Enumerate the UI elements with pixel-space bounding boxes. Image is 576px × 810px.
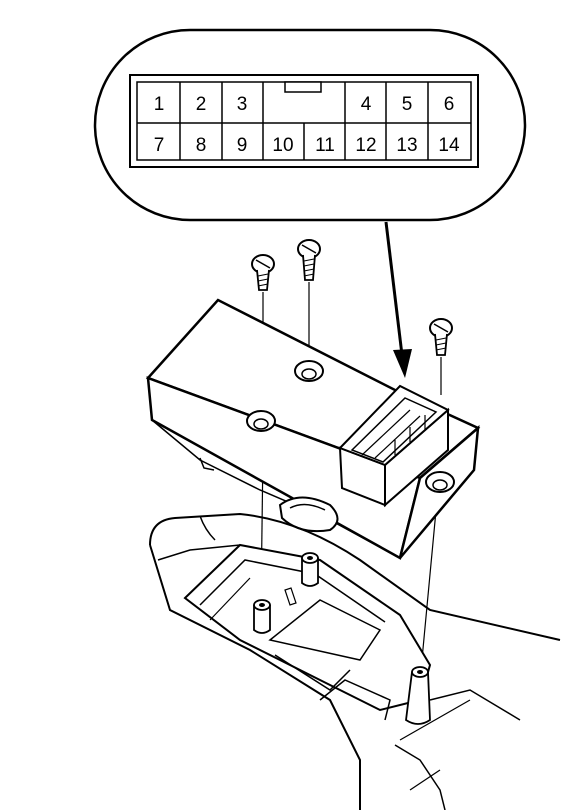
pin-label-4: 4 bbox=[361, 94, 372, 115]
pin-label-3: 3 bbox=[237, 94, 248, 115]
screw-middle bbox=[297, 239, 321, 281]
pin-label-8: 8 bbox=[196, 135, 207, 156]
lock-tab bbox=[284, 81, 322, 93]
callout-connector-line bbox=[384, 221, 404, 356]
mounting-boss-middle bbox=[301, 552, 319, 587]
pin-label-9: 9 bbox=[237, 135, 248, 156]
console-panel bbox=[149, 512, 561, 810]
switch-side-face bbox=[398, 425, 480, 559]
switch-connector-socket bbox=[338, 384, 450, 508]
pin-label-1: 1 bbox=[154, 94, 165, 115]
callout-outline bbox=[93, 28, 527, 222]
pin-label-11: 11 bbox=[315, 135, 335, 156]
pin-label-6: 6 bbox=[444, 94, 455, 115]
screw-hole-middle bbox=[294, 360, 324, 382]
mounting-boss-right bbox=[405, 666, 431, 725]
pin-label-13: 13 bbox=[396, 135, 417, 156]
pin-label-10: 10 bbox=[272, 135, 293, 156]
console-outline bbox=[149, 512, 561, 641]
arrow-head-icon bbox=[393, 349, 412, 378]
screw-left bbox=[251, 254, 275, 291]
pin-label-2: 2 bbox=[196, 94, 207, 115]
pin-label-5: 5 bbox=[402, 94, 413, 115]
pin-label-7: 7 bbox=[154, 135, 165, 156]
switch-body bbox=[145, 298, 481, 560]
screw-right bbox=[429, 318, 453, 356]
pin-label-14: 14 bbox=[438, 135, 460, 156]
screw-hole-left bbox=[246, 410, 276, 432]
screw-hole-right bbox=[425, 471, 455, 493]
pin-label-12: 12 bbox=[355, 135, 376, 156]
mounting-boss-left bbox=[253, 599, 271, 634]
